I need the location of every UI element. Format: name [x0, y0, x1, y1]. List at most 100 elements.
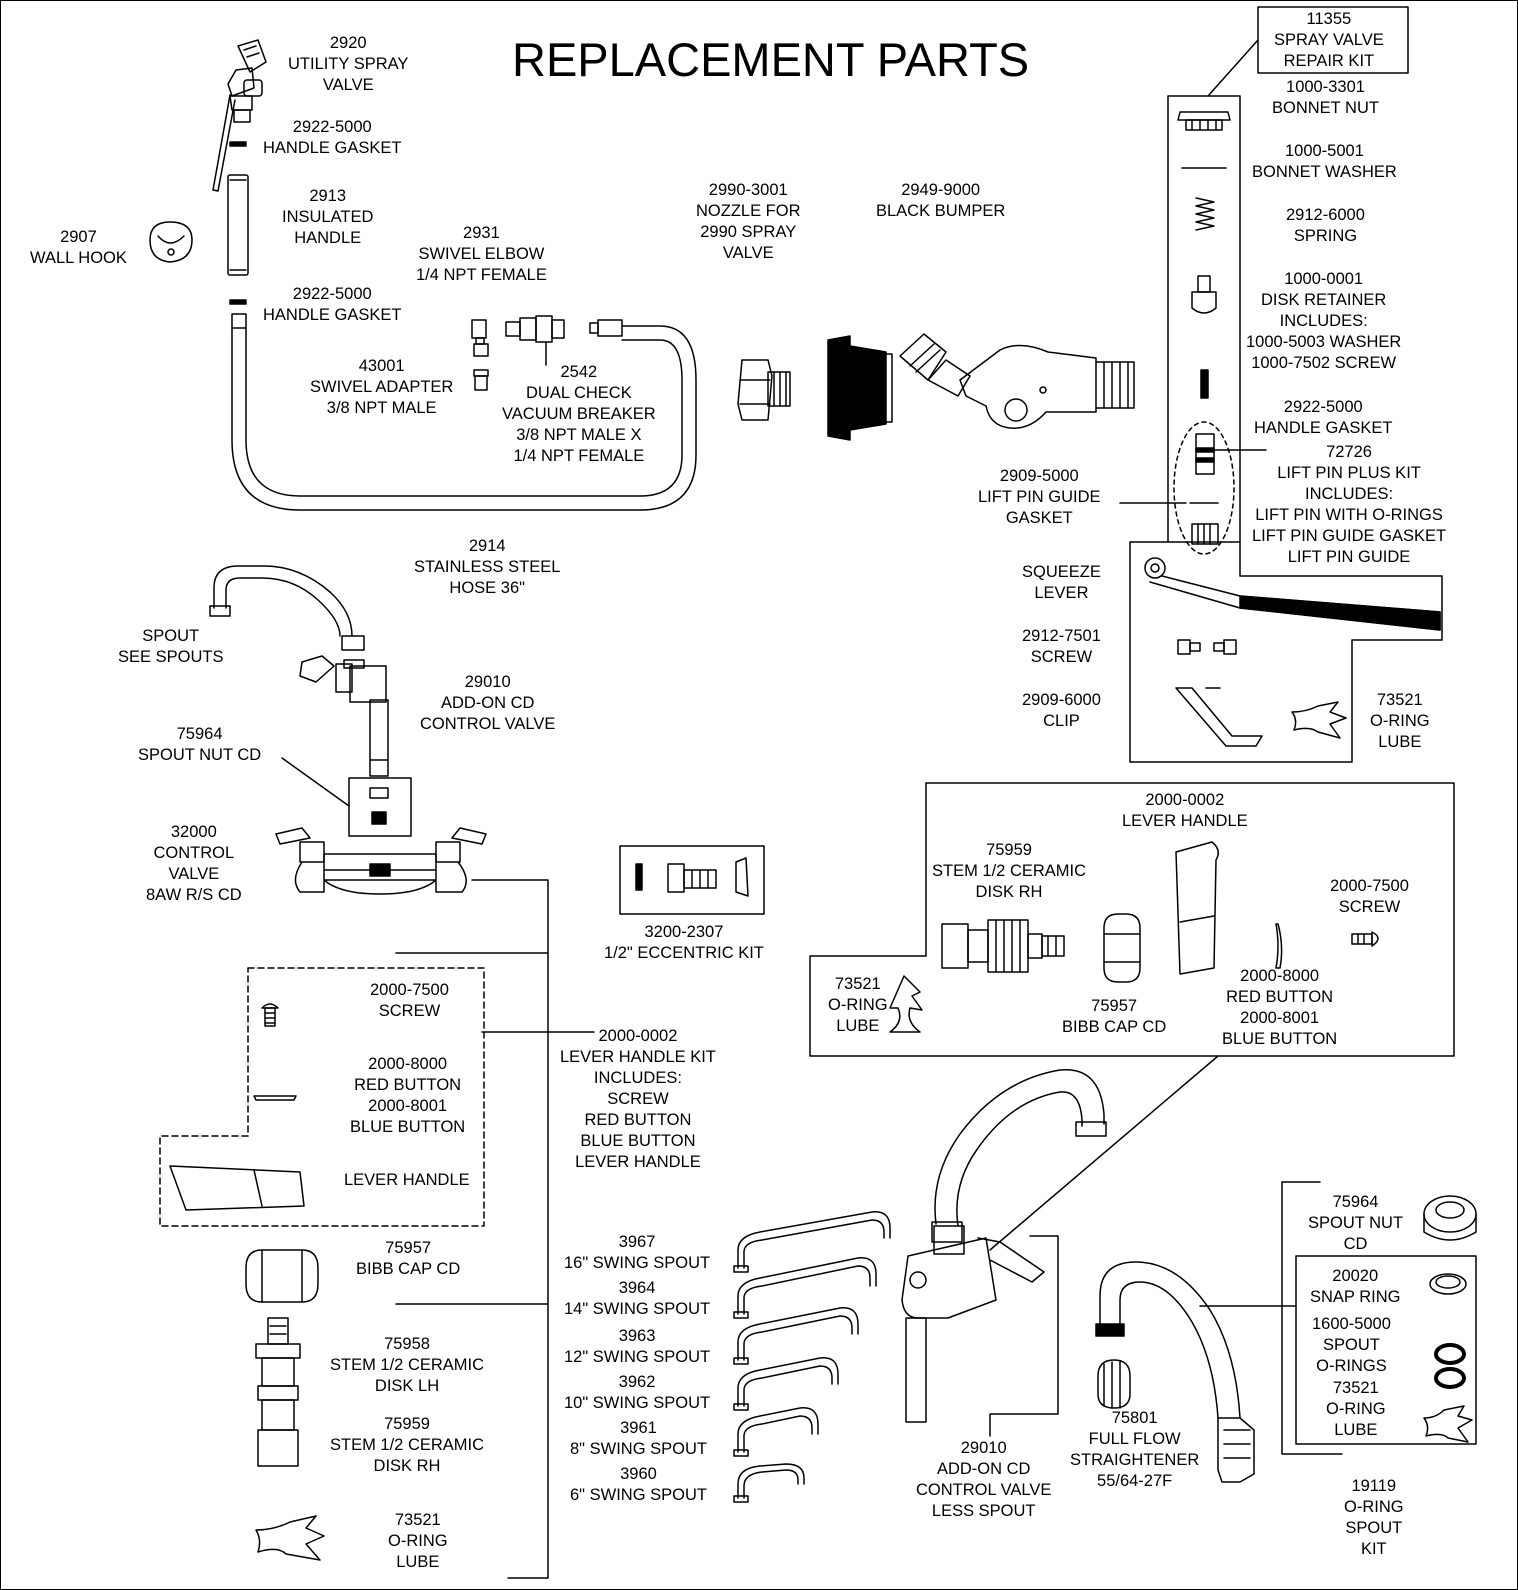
spout-kit-box [1295, 1255, 1477, 1445]
spout-nut-cd-box [348, 777, 412, 837]
lever-handle-box [809, 782, 1455, 1057]
addon-valve-leader [989, 1235, 1059, 1437]
dual-check-icon [505, 315, 565, 366]
squeeze-lever-icon [1144, 557, 1441, 631]
control-valve-leader [471, 879, 549, 1579]
screw-lh-icon [261, 1003, 279, 1027]
swing-spout-3964-icon [733, 1257, 877, 1319]
swing-spout-3962-icon [733, 1357, 839, 1411]
bibb-cap-left-icon [245, 1249, 319, 1303]
lever-box-leader [989, 1055, 1219, 1251]
eccentric-kit-box [619, 845, 765, 915]
swivel-elbow-icon [471, 319, 489, 357]
insulated-handle-icon [227, 174, 249, 276]
spout-nut-leader [281, 757, 350, 807]
spout-kit-bracket [1281, 1181, 1343, 1455]
stem-cartridge-box-icon [941, 919, 1065, 973]
spout-nut-right-icon [1423, 1195, 1477, 1241]
disk-retainer-icon [1191, 275, 1217, 314]
wall-hook-icon [149, 221, 193, 263]
handle-gasket-kit-icon [1200, 369, 1209, 399]
button-box-icon [1275, 923, 1283, 969]
swivel-adapter-icon [473, 369, 489, 391]
oring-lube-right-icon [1423, 1405, 1473, 1443]
screw-box-icon [1351, 931, 1379, 947]
lift-pin-guide-icon [1191, 523, 1219, 545]
spray-valve-body-icon [899, 333, 1135, 429]
swing-spout-3961-icon [733, 1407, 819, 1457]
spout-icon [209, 565, 365, 651]
hose-icon [231, 313, 697, 511]
addon-valve-body-icon [901, 1225, 1045, 1423]
lift-pin-icon [1195, 433, 1215, 475]
lever-handle-lh-icon [169, 1165, 305, 1211]
flow-straightener-icon [1097, 1359, 1131, 1409]
repair-kit-outline [1129, 95, 1443, 763]
swing-spout-3960-icon [733, 1463, 805, 1503]
swing-spout-3967-icon [733, 1211, 891, 1273]
clip-icon [1175, 687, 1263, 747]
handle-gasket-mid-icon [229, 299, 247, 305]
control-valve-icon [275, 827, 487, 895]
black-bumper-icon [827, 335, 893, 441]
screw-2912-icon [1177, 639, 1237, 655]
oring-lube-left-icon [255, 1515, 325, 1561]
utility-spray-valve-icon [212, 39, 267, 192]
button-lh-icon [253, 1095, 297, 1101]
addon-valve-spout-icon [931, 1069, 1107, 1243]
spout-nut-cd-icon [369, 787, 389, 825]
page-title: REPLACEMENT PARTS [512, 33, 1030, 86]
